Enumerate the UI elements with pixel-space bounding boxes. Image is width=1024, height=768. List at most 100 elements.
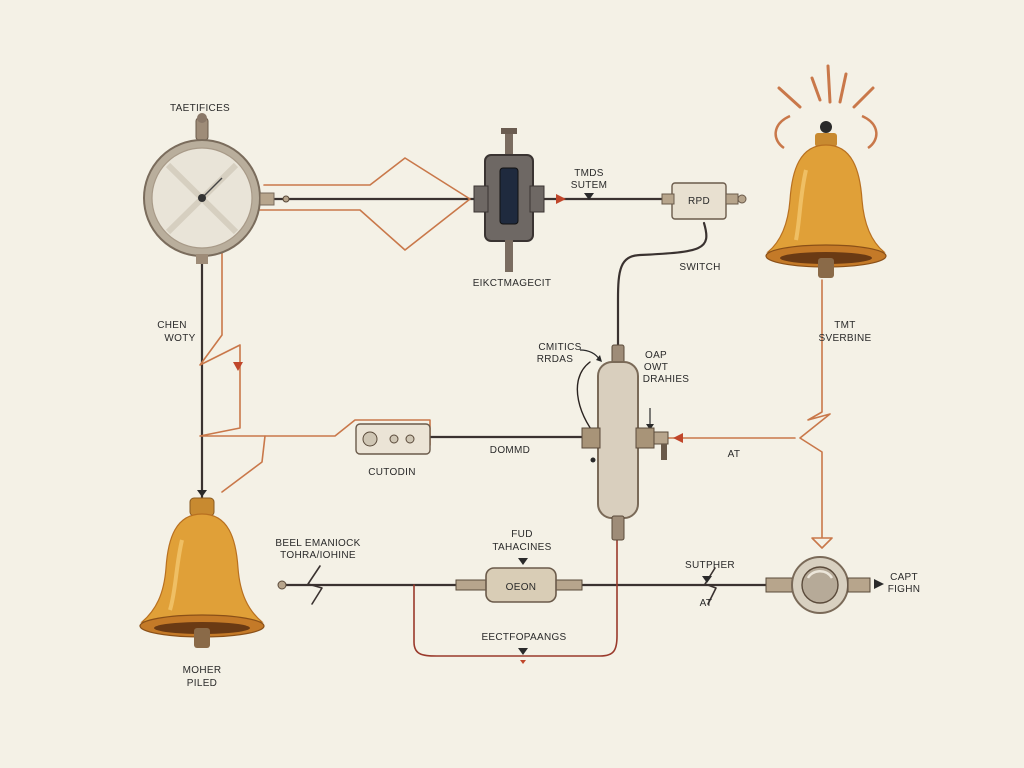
relay-left-terminal bbox=[661, 193, 675, 205]
bell-bottom-body bbox=[140, 513, 264, 623]
bell-top-body bbox=[766, 144, 886, 253]
button-left-terminal bbox=[765, 577, 793, 593]
ring-line bbox=[852, 86, 875, 109]
arrow-cmitics bbox=[579, 349, 601, 361]
wire-relay-loop bbox=[616, 221, 708, 352]
em-top-pin bbox=[505, 128, 513, 156]
terminal-top bbox=[282, 195, 290, 203]
label-electro: EECTFOPAANGS bbox=[481, 632, 566, 643]
ring-lines bbox=[777, 64, 875, 109]
ring-line bbox=[826, 64, 832, 104]
em-window bbox=[499, 167, 519, 225]
label-switch: SWITCH bbox=[679, 262, 720, 273]
button-right-terminal bbox=[847, 577, 871, 593]
bell-top-highlight bbox=[794, 169, 808, 241]
cell-body bbox=[597, 361, 639, 519]
label-oap: OWT bbox=[644, 362, 668, 373]
label-chen: WOTY bbox=[164, 333, 195, 344]
arrow-at bbox=[673, 433, 683, 443]
label-capt: FIGHN bbox=[888, 584, 921, 595]
arrow-cmitics-head bbox=[596, 355, 602, 362]
label-cmitics: CMITICS bbox=[538, 342, 581, 353]
clock-top-cap bbox=[197, 113, 207, 123]
resistor-label: OEON bbox=[506, 582, 537, 593]
arrow-fud bbox=[518, 558, 528, 565]
push-button bbox=[765, 556, 871, 614]
label-bell-left: BEEL EMANIOCK bbox=[275, 538, 360, 549]
label-electromagnet: EIKCTMAGECIT bbox=[473, 278, 552, 289]
arrow-chen bbox=[233, 362, 243, 371]
tall-cell bbox=[581, 344, 669, 541]
label-fud: FUD bbox=[511, 529, 532, 540]
wire-red-loop bbox=[413, 519, 618, 657]
clock-center bbox=[198, 194, 206, 202]
cell-left-clamp bbox=[581, 427, 601, 449]
label-tmds: SUTEM bbox=[571, 180, 608, 191]
labels: TAETIFICES EIKCTMAGECIT TMDS SUTEM SWITC… bbox=[157, 103, 920, 689]
bell-bottom-crown bbox=[189, 497, 215, 517]
zig-left bbox=[307, 565, 323, 605]
control-knob-small bbox=[389, 434, 399, 444]
label-tmt: SVERBINE bbox=[819, 333, 872, 344]
ring-line bbox=[810, 76, 822, 102]
em-left-flange bbox=[473, 185, 489, 213]
bell-top-clapper bbox=[818, 258, 834, 278]
label-cmitics: RRDAS bbox=[537, 354, 574, 365]
wire-orange-right bbox=[799, 279, 833, 549]
cell-right-terminal bbox=[653, 431, 669, 445]
ring-arc-left bbox=[774, 114, 791, 150]
control-knob-small bbox=[405, 434, 415, 444]
ring-arc-right bbox=[861, 114, 878, 150]
ring-line bbox=[777, 86, 802, 109]
wire-terminals bbox=[277, 195, 290, 590]
relay-box: RPD bbox=[661, 182, 747, 220]
label-sutpher: SUTPHER bbox=[685, 560, 735, 571]
label-bell-left: TOHRA/IOHINE bbox=[280, 550, 356, 561]
em-top-cap bbox=[501, 128, 517, 134]
clock-dial bbox=[143, 113, 275, 264]
wire-orange-diamond bbox=[259, 157, 471, 251]
clock-bottom-stem bbox=[196, 254, 208, 264]
label-capt: CAPT bbox=[890, 572, 918, 583]
label-tmt: TMT bbox=[834, 320, 855, 331]
label-moher: PILED bbox=[187, 678, 217, 689]
arrow-tmds bbox=[584, 193, 594, 200]
label-dommo: DOMMD bbox=[490, 445, 530, 456]
label-at-lower: AT bbox=[700, 598, 713, 609]
resistor-right-terminal bbox=[555, 579, 583, 591]
arrow-oap-head bbox=[646, 424, 654, 430]
cell-bottom-pin bbox=[611, 515, 625, 541]
em-bottom-pin bbox=[505, 240, 513, 272]
dot-red-left bbox=[590, 457, 596, 463]
clock-right-connector bbox=[259, 192, 275, 206]
label-clock: TAETIFICES bbox=[170, 103, 230, 114]
relay-right-terminal bbox=[725, 193, 739, 205]
wires bbox=[199, 157, 833, 657]
cell-right-pin bbox=[661, 444, 667, 460]
ringing-bell bbox=[765, 64, 887, 278]
label-oap: DRAHIES bbox=[643, 374, 690, 385]
label-fud: TAHACINES bbox=[492, 542, 551, 553]
arrow-electro bbox=[518, 648, 528, 655]
bell bbox=[139, 497, 265, 648]
button-highlight bbox=[806, 570, 834, 579]
label-cutodin: CUTODIN bbox=[368, 467, 415, 478]
bell-top-crown bbox=[815, 133, 837, 147]
arrow-sutpher bbox=[702, 576, 712, 583]
terminal-left bbox=[277, 580, 287, 590]
arrow-electro-dot bbox=[520, 660, 526, 664]
resistor-body bbox=[485, 567, 557, 603]
arrow-bell-bottom bbox=[197, 490, 207, 497]
arrow-capt bbox=[874, 579, 884, 589]
electromagnet-device bbox=[473, 128, 545, 272]
bell-top-knob bbox=[820, 121, 832, 133]
label-tmds: TMDS bbox=[574, 168, 604, 179]
label-oap: OAP bbox=[645, 350, 667, 361]
ring-line bbox=[838, 72, 848, 104]
wire-orange-left bbox=[199, 199, 266, 493]
label-chen: CHEN bbox=[157, 320, 187, 331]
relay-label: RPD bbox=[688, 196, 710, 207]
label-at: AT bbox=[728, 449, 741, 460]
resistor-left-terminal bbox=[455, 579, 487, 591]
em-right-flange bbox=[529, 185, 545, 213]
